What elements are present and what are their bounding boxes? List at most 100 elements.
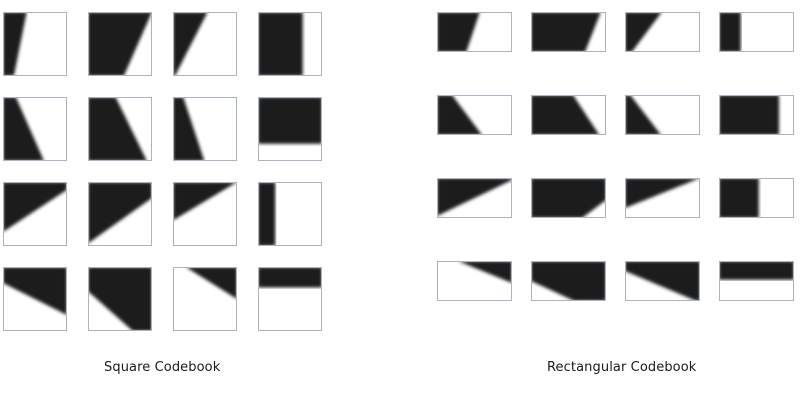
rect-tile-4-2 (531, 261, 606, 301)
tile-border (88, 267, 152, 331)
tile-border (88, 182, 152, 246)
rect-tile-4-3 (625, 261, 700, 301)
rect-tile-3-1 (437, 178, 512, 218)
rect-tile-1-2 (531, 12, 606, 52)
tile-border (173, 12, 237, 76)
edge-fill-region (437, 95, 482, 135)
rect-tile-2-3 (625, 95, 700, 135)
edge-fill-region (258, 182, 276, 246)
square-tile-3-2 (88, 182, 152, 246)
tile-border (531, 95, 606, 135)
edge-fill-region (3, 267, 67, 315)
edge-fill-region (185, 267, 237, 299)
tile-border (3, 267, 67, 331)
edge-fill-region (625, 95, 661, 135)
edge-fill-region (88, 12, 152, 76)
tile-border (173, 267, 237, 331)
rectangular-codebook-grid (437, 12, 794, 301)
rect-tile-2-1 (437, 95, 512, 135)
edge-fill-region (173, 97, 205, 161)
tile-border (531, 261, 606, 301)
edge-fill-region (625, 261, 700, 301)
rect-tile-1-3 (625, 12, 700, 52)
edge-fill-region (625, 12, 662, 52)
square-tile-1-2 (88, 12, 152, 76)
square-codebook-caption: Square Codebook (104, 360, 221, 375)
square-tile-4-3 (173, 267, 237, 331)
edge-fill-region (531, 178, 606, 218)
tile-border (625, 95, 700, 135)
tile-border (258, 267, 322, 331)
square-tile-2-2 (88, 97, 152, 161)
tile-border (88, 12, 152, 76)
edge-fill-region (719, 261, 794, 280)
tile-border (3, 12, 67, 76)
square-tile-3-3 (173, 182, 237, 246)
square-tile-1-3 (173, 12, 237, 76)
edge-fill-region (531, 95, 600, 135)
edge-fill-region (88, 182, 152, 244)
tile-border (625, 261, 700, 301)
edge-fill-region (173, 182, 237, 221)
edge-fill-region (531, 261, 606, 301)
square-tile-4-4 (258, 267, 322, 331)
rectangular-codebook-caption: Rectangular Codebook (547, 360, 697, 375)
tile-border (719, 178, 794, 218)
edge-fill-region (719, 95, 779, 135)
tile-border (719, 12, 794, 52)
square-tile-2-3 (173, 97, 237, 161)
tile-border (531, 12, 606, 52)
edge-fill-region (437, 12, 480, 52)
edge-fill-region (258, 267, 322, 288)
tile-border (531, 178, 606, 218)
rect-tile-4-1 (437, 261, 512, 301)
edge-fill-region (173, 12, 208, 76)
rect-tile-3-4 (719, 178, 794, 218)
tile-border (3, 182, 67, 246)
edge-fill-region (458, 261, 512, 283)
rect-tile-2-2 (531, 95, 606, 135)
tile-border (625, 178, 700, 218)
square-tile-1-1 (3, 12, 67, 76)
edge-fill-region (625, 178, 700, 208)
tile-border (258, 12, 322, 76)
square-codebook-grid (3, 12, 322, 331)
edge-fill-region (3, 12, 27, 76)
edge-fill-region (258, 12, 303, 76)
rect-tile-4-4 (719, 261, 794, 301)
rect-tile-3-3 (625, 178, 700, 218)
rect-tile-3-2 (531, 178, 606, 218)
edge-fill-region (531, 12, 601, 52)
tile-border (719, 261, 794, 301)
edge-fill-region (258, 97, 322, 144)
edge-fill-region (437, 178, 512, 216)
square-tile-4-2 (88, 267, 152, 331)
tile-border (258, 182, 322, 246)
square-tile-4-1 (3, 267, 67, 331)
tile-border (719, 95, 794, 135)
tile-border (88, 97, 152, 161)
square-tile-2-4 (258, 97, 322, 161)
square-tile-3-1 (3, 182, 67, 246)
tile-border (173, 182, 237, 246)
tile-border (437, 178, 512, 218)
edge-fill-region (3, 182, 67, 232)
rect-tile-1-1 (437, 12, 512, 52)
square-tile-3-4 (258, 182, 322, 246)
edge-fill-region (3, 97, 44, 161)
edge-fill-region (88, 267, 152, 331)
tile-border (437, 12, 512, 52)
tile-border (625, 12, 700, 52)
rect-tile-2-4 (719, 95, 794, 135)
tile-border (3, 97, 67, 161)
rect-tile-1-4 (719, 12, 794, 52)
square-tile-1-4 (258, 12, 322, 76)
edge-fill-region (719, 12, 741, 52)
tile-border (437, 261, 512, 301)
edge-fill-region (88, 97, 147, 161)
tile-border (437, 95, 512, 135)
tile-border (258, 97, 322, 161)
edge-fill-region (719, 178, 759, 218)
square-tile-2-1 (3, 97, 67, 161)
